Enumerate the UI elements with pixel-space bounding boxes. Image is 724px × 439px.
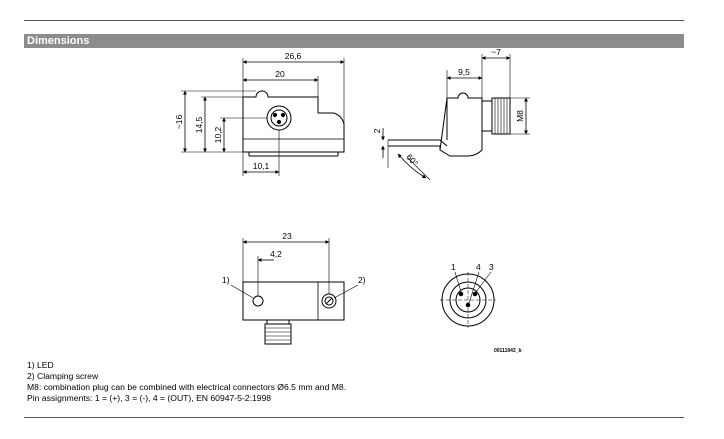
led-window — [252, 295, 264, 307]
label-dim-20: 20 — [275, 69, 285, 79]
bottom-view-body — [242, 281, 345, 321]
side-view-tab — [388, 139, 448, 150]
note-m8-plug: M8: combination plug can be combined wit… — [27, 382, 347, 392]
label-dim-10-1: 10,1 — [253, 161, 270, 171]
pin-3 — [472, 291, 478, 297]
connector-face — [266, 105, 292, 131]
bottom-plug — [264, 319, 292, 345]
label-dim-m8: M8 — [515, 110, 525, 122]
label-dim-7: ~7 — [491, 47, 501, 57]
label-dim-2: 2 — [372, 128, 382, 133]
front-view — [181, 58, 345, 176]
label-dim-10-2: 10,2 — [213, 126, 223, 143]
pin-label-4: 4 — [476, 262, 481, 272]
bottom-rule — [24, 417, 684, 418]
note-clamping-screw: 2) Clamping screw — [27, 371, 99, 381]
dim-arc-60 — [397, 153, 427, 179]
note-led: 1) LED — [27, 360, 54, 370]
section-title: Dimensions — [27, 35, 90, 47]
callout-clamping-screw: 2) — [358, 275, 366, 285]
callout-led: 1) — [222, 275, 230, 285]
section-header: Dimensions — [24, 34, 684, 48]
side-view-body — [439, 92, 483, 157]
clamping-screw — [321, 293, 337, 309]
label-dim-26-6: 26,6 — [285, 51, 302, 61]
pin-4 — [465, 302, 471, 308]
label-dim-60: 60° — [404, 152, 420, 168]
pin-label-1: 1 — [451, 262, 456, 272]
note-pin-assignments: Pin assignments: 1 = (+), 3 = (-), 4 = (… — [27, 393, 272, 403]
label-dim-16: ~16 — [174, 115, 184, 130]
label-dim-9-5: 9,5 — [458, 67, 470, 77]
notes: 1) LED 2) Clamping screw M8: combination… — [27, 360, 346, 404]
label-dim-4-2: 4,2 — [270, 249, 282, 259]
pin-label-3: 3 — [489, 262, 494, 272]
side-view — [381, 54, 530, 181]
pin-1 — [458, 291, 464, 297]
label-dim-23: 23 — [282, 231, 292, 241]
label-dim-14-5: 14,5 — [194, 116, 204, 133]
m8-plug — [481, 97, 511, 135]
reference-id: 00111943_b — [494, 348, 522, 354]
front-view-outline — [242, 90, 345, 153]
bottom-view — [230, 238, 359, 345]
top-rule — [24, 20, 684, 21]
pin-view — [440, 271, 496, 328]
